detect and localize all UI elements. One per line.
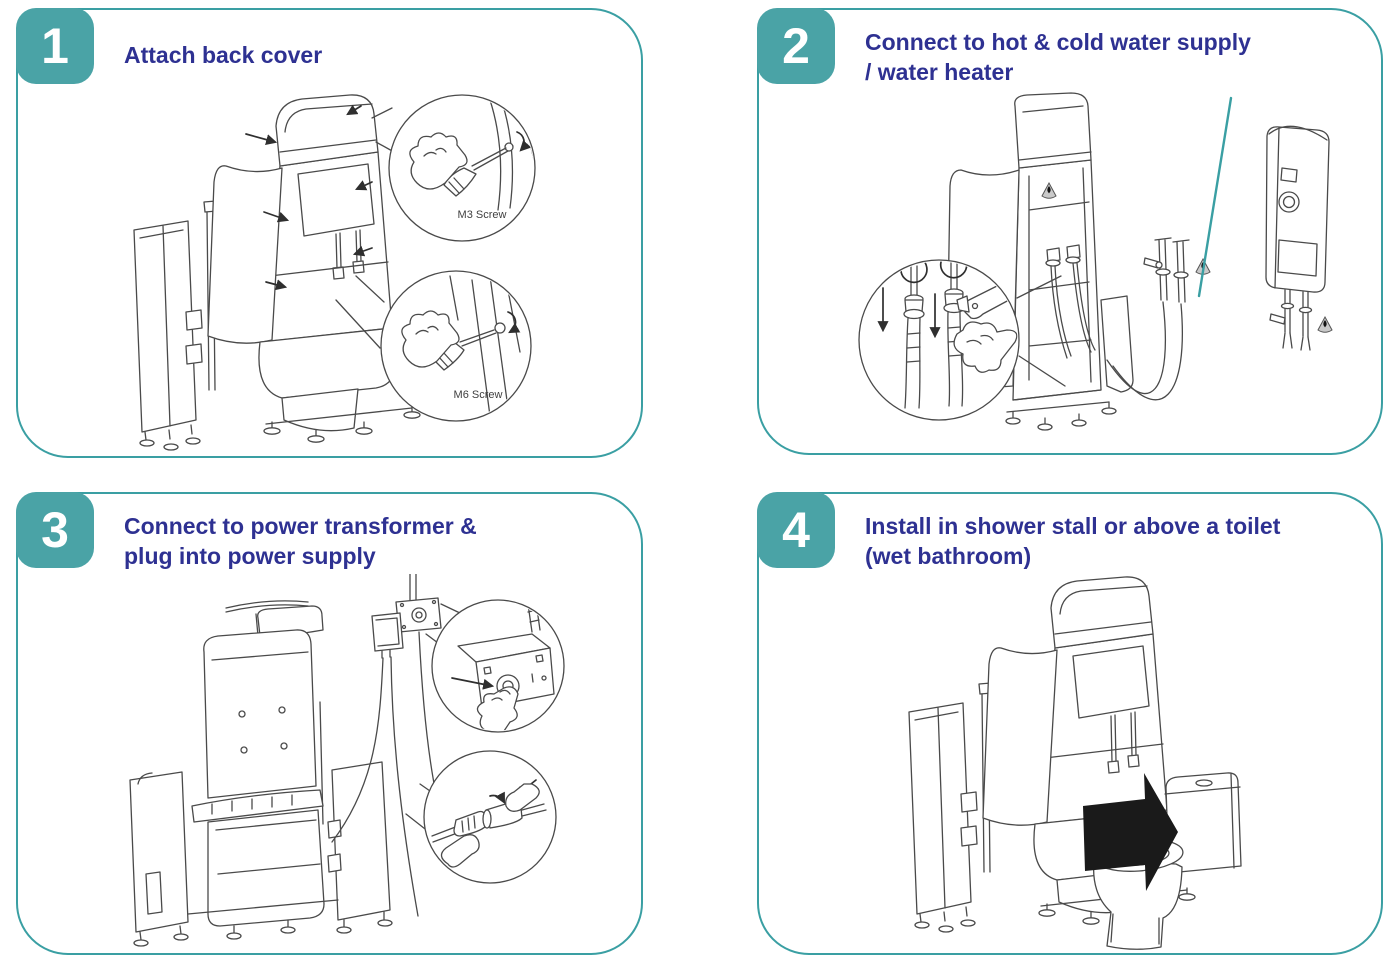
valve-lever-icon bbox=[1269, 313, 1286, 325]
wrench-icon bbox=[956, 283, 1013, 320]
screwdriver-icon bbox=[443, 167, 477, 197]
step-number-badge: 1 bbox=[16, 8, 94, 84]
hose-tightening-callout bbox=[858, 259, 1020, 421]
step-number-badge: 2 bbox=[757, 8, 835, 84]
step-title: Attach back cover bbox=[124, 42, 323, 68]
separator-line bbox=[1197, 96, 1233, 298]
seat bbox=[191, 789, 324, 823]
step-3-illustration bbox=[129, 574, 565, 947]
rotation-arrow-icon bbox=[516, 131, 532, 152]
callout-leader bbox=[335, 275, 385, 349]
step-1-illustration: M3 Screw M6 Screw bbox=[133, 94, 536, 451]
power-transformer-illustration bbox=[371, 612, 404, 659]
step-2-panel: 2 Connect to hot & cold water supply / w… bbox=[757, 8, 1383, 455]
hand-icon bbox=[409, 132, 468, 190]
step-1-panel: 1 Attach back cover bbox=[16, 8, 643, 458]
folded-side-panel bbox=[133, 200, 218, 451]
shower-commode-unit-front bbox=[129, 600, 393, 947]
m3-screw-callout: M3 Screw bbox=[388, 94, 536, 242]
step-4-illustration bbox=[908, 576, 1242, 950]
m6-screw-callout: M6 Screw bbox=[380, 270, 532, 422]
wall-socket-illustration bbox=[395, 574, 442, 633]
hand-icon bbox=[953, 321, 1018, 373]
hand-icon bbox=[440, 783, 540, 868]
m6-screw-icon bbox=[494, 322, 506, 334]
hot-water-marker-icon bbox=[1041, 181, 1057, 199]
callout-leader bbox=[1016, 275, 1066, 387]
hot-water-marker-icon bbox=[1317, 315, 1333, 333]
hose bbox=[1072, 262, 1096, 353]
socket-callout bbox=[431, 599, 565, 733]
step-2-illustration bbox=[858, 92, 1333, 431]
rotation-arrow-icon bbox=[507, 311, 521, 334]
attachment-arrow-icons bbox=[245, 104, 373, 291]
water-supply-hoses bbox=[1106, 237, 1211, 401]
insert-arrow-icon bbox=[451, 677, 495, 690]
step-4-panel: 4 Install in shower stall or above a toi… bbox=[757, 492, 1383, 955]
step-title: Connect to power transformer & plug into… bbox=[124, 513, 477, 569]
step-3-panel: 3 Connect to power transformer & plug in… bbox=[16, 492, 643, 955]
hand-icon bbox=[401, 310, 460, 368]
step-title: Install in shower stall or above a toile… bbox=[865, 513, 1281, 569]
m3-screw-label: M3 Screw bbox=[458, 209, 507, 221]
flush-button bbox=[1195, 779, 1213, 787]
step-number-badge: 4 bbox=[757, 492, 835, 568]
hand-icon bbox=[476, 686, 519, 731]
m6-screw-label: M6 Screw bbox=[454, 389, 503, 401]
rotation-arrow-icon bbox=[489, 791, 506, 804]
water-heater-illustration bbox=[1265, 125, 1333, 351]
heater-display bbox=[1280, 167, 1298, 183]
install-direction-arrow-icon bbox=[1083, 773, 1178, 891]
folded-side-panel bbox=[908, 682, 993, 933]
connector-callout bbox=[423, 750, 557, 884]
back-cover bbox=[297, 163, 375, 237]
rotation-arrow-icon bbox=[939, 261, 968, 279]
step-number-badge: 3 bbox=[16, 492, 94, 568]
rotation-arrow-icon bbox=[900, 261, 928, 284]
m3-screw-icon bbox=[504, 142, 514, 152]
step-title: Connect to hot & cold water supply / wat… bbox=[865, 29, 1251, 85]
